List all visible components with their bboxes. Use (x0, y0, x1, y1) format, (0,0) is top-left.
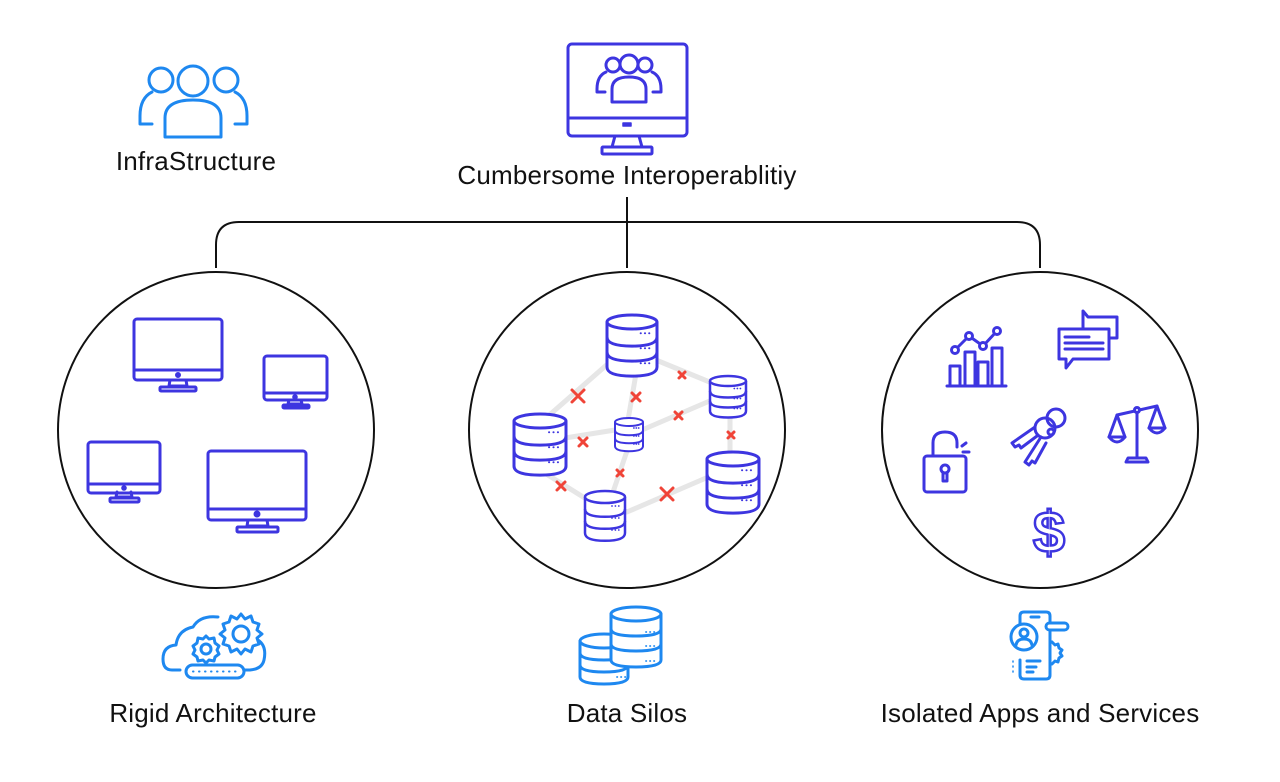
broken-link-markers (555, 370, 736, 502)
monitor-icon (132, 317, 224, 393)
infrastructure-label: InfraStructure (115, 146, 277, 176)
dollar-icon: $ (1032, 499, 1067, 567)
analytics-chart-icon (945, 326, 1008, 388)
circle-data-silos (468, 271, 786, 589)
circle-rigid-architecture (57, 271, 375, 589)
svg-text:$: $ (1033, 500, 1065, 565)
database-icon (708, 374, 748, 419)
balance-scale-icon (1107, 404, 1167, 464)
interoperability-label: Cumbersome Interoperablitiy (457, 160, 797, 190)
database-icon (512, 412, 568, 477)
monitor-icon (262, 354, 329, 410)
rigid-architecture-label: Rigid Architecture (109, 698, 317, 728)
database-icon (583, 489, 627, 543)
database-icon (705, 450, 761, 515)
keys-icon (1010, 407, 1067, 467)
data-silos-label: Data Silos (566, 698, 688, 728)
branch-bracket (215, 221, 1041, 268)
database-icon (614, 417, 644, 453)
monitor-icon (206, 449, 308, 534)
unlocked-padlock-icon (922, 430, 971, 494)
database-icon (605, 313, 659, 378)
monitor-icon (86, 440, 162, 504)
circle-isolated-apps (881, 271, 1199, 589)
isolated-apps-label: Isolated Apps and Services (880, 698, 1200, 728)
chat-bubbles-icon (1057, 309, 1119, 370)
